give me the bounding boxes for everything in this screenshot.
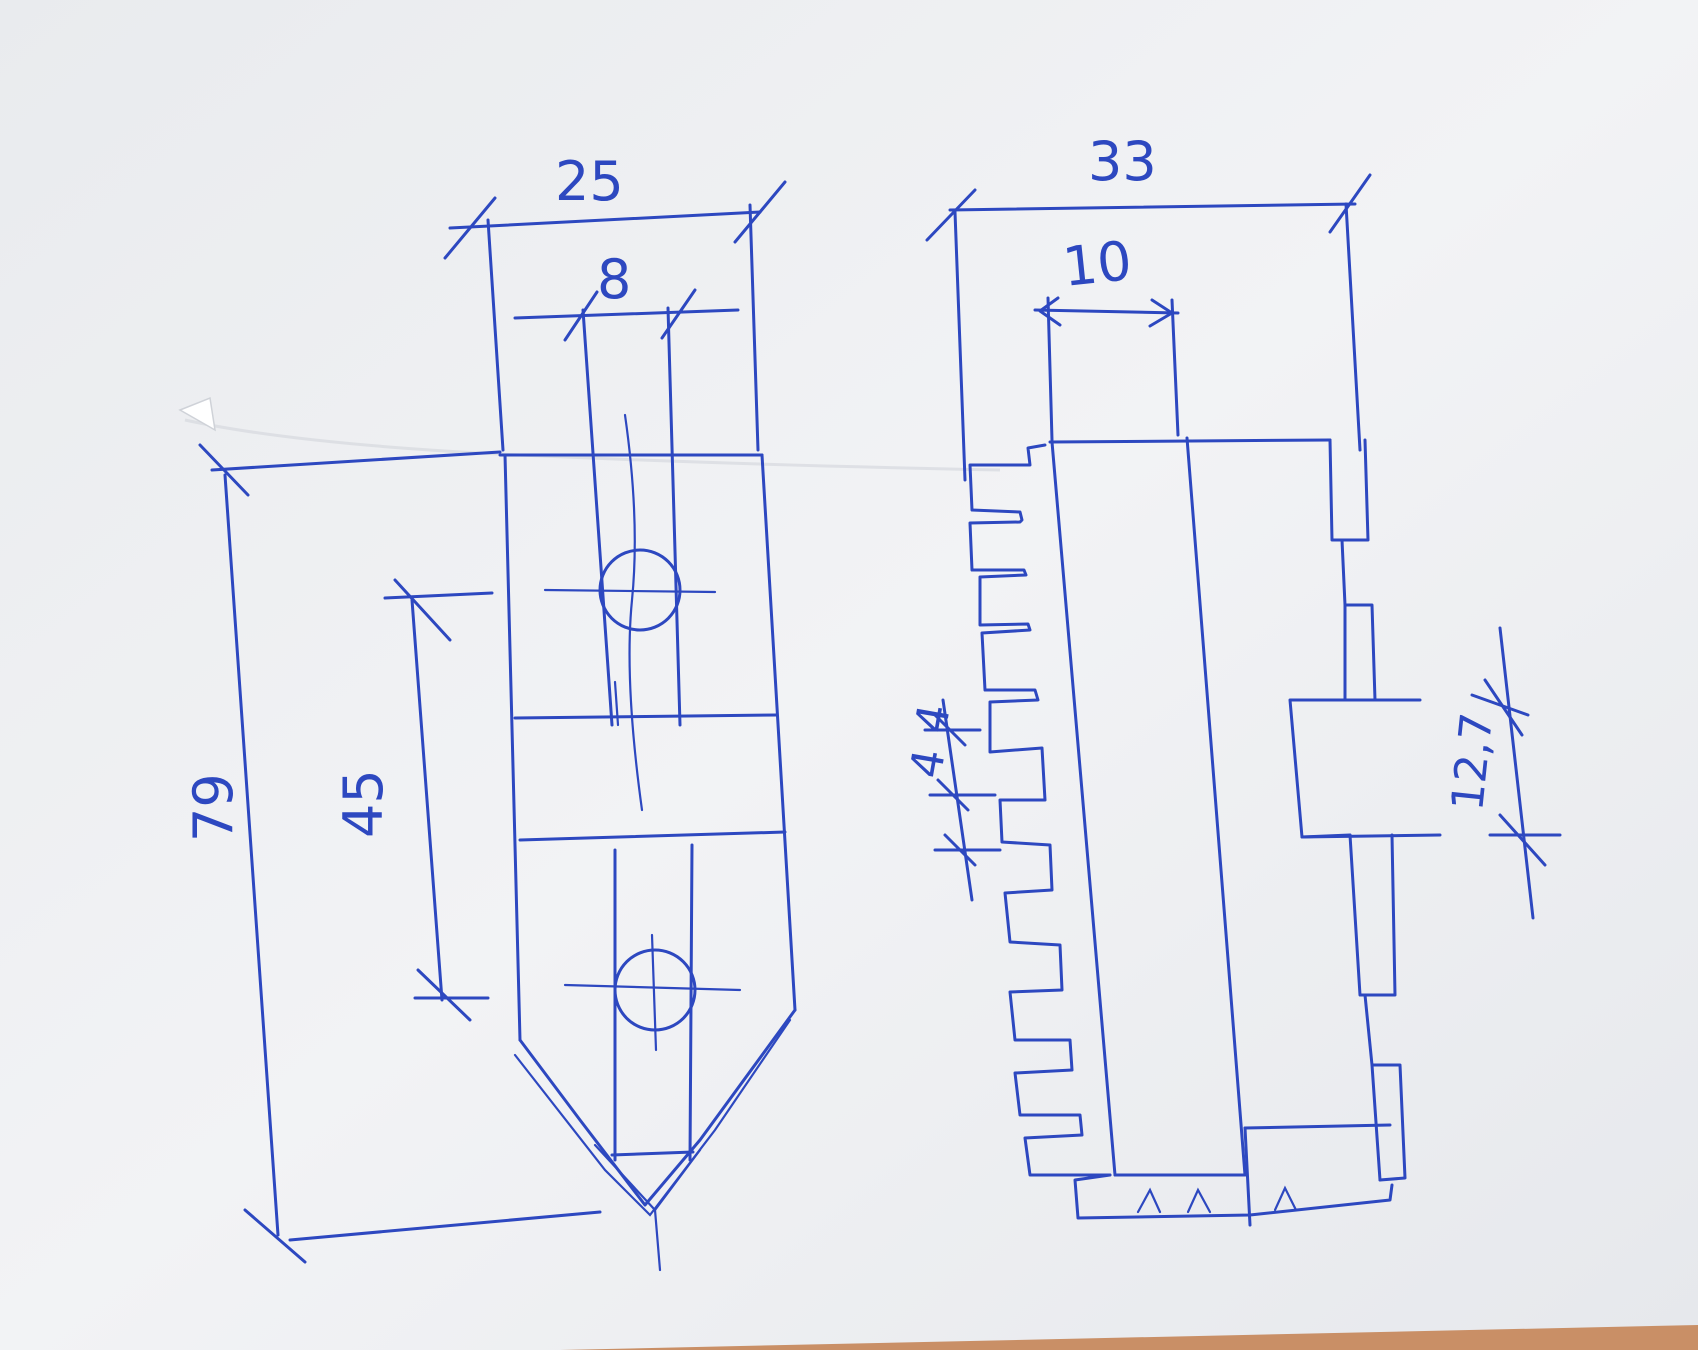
dim-front-width: 25 [555,150,624,213]
side-view: 33 10 [901,130,1562,1227]
dim-slot-width: 8 [597,248,631,311]
left-teeth-profile [968,443,1112,1177]
dim-side-width: 33 [1088,130,1157,193]
front-view: 25 8 [182,150,797,1272]
dim-hole-spacing: 45 [332,769,395,838]
dim-core-width: 10 [1060,229,1135,299]
dim-boss-height: 12,7 [1442,710,1503,813]
bottom-teeth-profile [1073,1173,1394,1220]
table-edge [560,1325,1698,1350]
dim-front-height: 79 [182,773,245,842]
right-profile [1328,438,1370,542]
paper-fold-mark [178,396,216,432]
